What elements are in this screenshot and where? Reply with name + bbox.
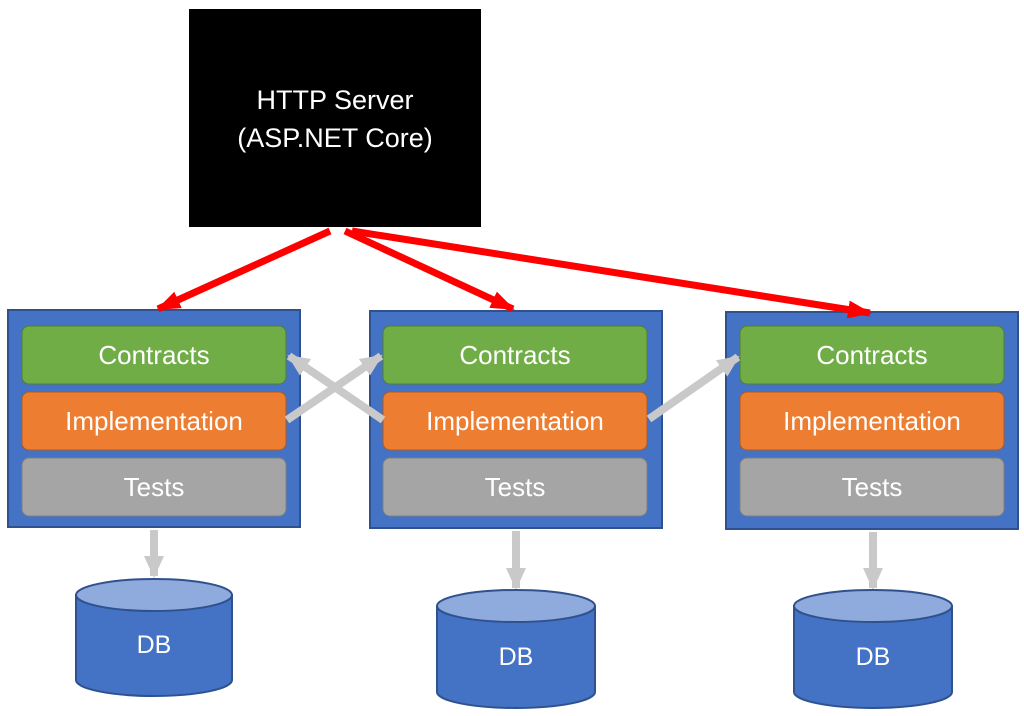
module-2-implementation-layer: [382, 391, 648, 451]
module-3-contracts-label: Contracts: [816, 340, 927, 370]
module-1-tests-label: Tests: [124, 472, 185, 502]
module-3-implementation-label: Implementation: [783, 406, 961, 436]
module-2-contracts-layer: [382, 325, 648, 385]
module-1: Contracts Implementation Tests: [7, 309, 301, 528]
request-arrow-to-module-3: [351, 227, 872, 319]
module-1-implementation-layer: [21, 391, 287, 451]
module-1-implementation-label: Implementation: [65, 406, 243, 436]
database-3: DB: [793, 589, 953, 709]
http-server-rect: [189, 9, 481, 227]
module-3: Contracts Implementation Tests: [725, 311, 1019, 530]
module-2: Contracts Implementation Tests: [369, 310, 663, 529]
module-3-tests-layer: [739, 457, 1005, 517]
module-3-contracts-layer: [739, 325, 1005, 385]
database-3-label: DB: [856, 643, 891, 671]
module-1-contracts-layer: [21, 325, 287, 385]
dependency-arrow-impl2-to-contracts3: [646, 353, 741, 423]
database-2-body: [436, 605, 596, 709]
database-1: DB: [75, 578, 233, 697]
module-1-contracts-label: Contracts: [98, 340, 209, 370]
database-2-label: DB: [499, 643, 534, 671]
database-1-top: [75, 578, 233, 612]
database-3-top: [793, 589, 953, 623]
request-arrow-to-module-1: [156, 227, 332, 313]
module-3-implementation-layer: [739, 391, 1005, 451]
module-1-tests-layer: [21, 457, 287, 517]
database-2: DB: [436, 589, 596, 709]
request-arrow-to-module-2: [343, 227, 515, 313]
module-2-tests-label: Tests: [485, 472, 546, 502]
database-1-label: DB: [137, 631, 172, 659]
module-2-implementation-label: Implementation: [426, 406, 604, 436]
module-2-tests-layer: [382, 457, 648, 517]
database-3-body: [793, 605, 953, 709]
http-server-subtitle: (ASP.NET Core): [237, 123, 433, 153]
module-3-tests-label: Tests: [842, 472, 903, 502]
dependency-arrow-impl2-to-contracts1: [286, 352, 386, 424]
module-2-contracts-label: Contracts: [459, 340, 570, 370]
database-2-top: [436, 589, 596, 623]
http-server-title: HTTP Server: [256, 85, 413, 115]
database-1-body: [75, 594, 233, 697]
http-server-box: HTTP Server (ASP.NET Core): [189, 9, 481, 227]
